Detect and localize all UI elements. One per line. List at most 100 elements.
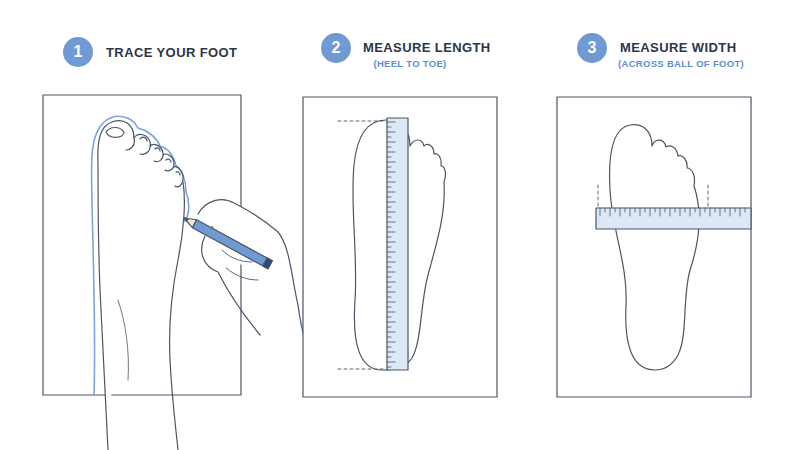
ruler-tick (387, 232, 395, 233)
toe (174, 167, 183, 187)
ruler-tick (715, 208, 716, 212)
paper-sheet (557, 97, 751, 397)
pencil (182, 214, 272, 269)
ruler-tick (745, 208, 746, 212)
step-title: MEASURE LENGTH (363, 40, 491, 55)
ruler-tick (387, 287, 391, 288)
toenail (106, 128, 124, 138)
ruler-tick (387, 207, 391, 208)
ruler-tick (740, 208, 741, 216)
ruler-tick (705, 208, 706, 212)
ruler-tick (600, 208, 601, 216)
foot-outline (98, 121, 135, 450)
step-subtitle: (HEEL TO TOE) (373, 58, 446, 69)
ruler-tick (387, 182, 395, 183)
paper-sheet (303, 97, 497, 397)
ruler-tick (387, 302, 395, 303)
ruler-tick (387, 332, 395, 333)
toenail (155, 148, 160, 151)
step-number-circle: 2 (321, 33, 351, 63)
ruler-tick (387, 142, 395, 143)
ruler-tick (725, 208, 726, 212)
ruler-tick (387, 137, 391, 138)
ruler-tick (387, 227, 391, 228)
ruler-tick (387, 212, 395, 213)
ruler-tick (615, 208, 616, 212)
step-number: 3 (588, 40, 597, 56)
ruler-tick (665, 208, 666, 212)
ruler-tick (640, 208, 641, 216)
ruler-tick (387, 172, 395, 173)
ruler-tick (387, 177, 391, 178)
width-guide (708, 185, 709, 207)
ruler-tick (387, 262, 395, 263)
ruler-tick (655, 208, 656, 212)
ruler-tick (735, 208, 736, 212)
paper-sheet (43, 95, 241, 395)
step-number: 1 (74, 44, 83, 60)
ruler-tick (387, 307, 391, 308)
ruler-tick (660, 208, 661, 216)
ruler-tick (650, 208, 651, 216)
step-title: TRACE YOUR FOOT (106, 45, 237, 60)
ruler-tick (387, 297, 391, 298)
ruler-tick (387, 272, 395, 273)
ruler-tick (387, 342, 395, 343)
ruler-tick (605, 208, 606, 212)
ruler-tick (387, 237, 391, 238)
foot-sole-outline (610, 125, 699, 370)
ruler-tick (387, 362, 395, 363)
ruler-tick (387, 147, 391, 148)
step-number: 2 (332, 40, 341, 56)
ruler-tick (387, 197, 391, 198)
ruler-tick (625, 208, 626, 212)
ruler-tick (387, 257, 391, 258)
ruler-tick (695, 208, 696, 212)
ruler-tick (620, 208, 621, 216)
ruler-tick (387, 367, 391, 368)
ruler-tick (690, 208, 691, 216)
toe (163, 154, 174, 171)
ruler-tick (387, 252, 395, 253)
ruler-tick (630, 208, 631, 216)
foot-outline (169, 182, 184, 450)
toe (150, 144, 163, 161)
ruler-tick (387, 217, 391, 218)
ruler-tick (610, 208, 611, 216)
ruler-tick (387, 152, 395, 153)
ruler-tick (387, 292, 395, 293)
ruler-tick (387, 312, 395, 313)
step-title: MEASURE WIDTH (620, 40, 736, 55)
ruler-tick (387, 192, 395, 193)
ruler-tick (387, 317, 391, 318)
ruler-tick (387, 202, 395, 203)
width-guide (598, 185, 599, 207)
ruler-tick (685, 208, 686, 212)
ruler-tick (387, 347, 391, 348)
ruler-tick (730, 208, 731, 216)
ruler-tick (387, 242, 395, 243)
ruler-tick (387, 277, 391, 278)
ruler-tick (387, 327, 391, 328)
ruler-tick (387, 282, 395, 283)
step-subtitle: (ACROSS BALL OF FOOT) (618, 58, 744, 69)
ruler-tick (387, 162, 395, 163)
ruler-tick (635, 208, 636, 212)
ruler-tick (387, 122, 395, 123)
ruler-tick (670, 208, 671, 216)
ruler-tick (710, 208, 711, 216)
ruler-tick (387, 132, 395, 133)
ruler-tick (387, 352, 395, 353)
ruler-tick (387, 167, 391, 168)
step-number-circle: 3 (577, 33, 607, 63)
ruler (596, 208, 751, 229)
toenail (140, 137, 147, 141)
toenail (166, 159, 171, 162)
ruler-tick (645, 208, 646, 212)
ruler-tick (720, 208, 721, 216)
ruler-tick (387, 157, 391, 158)
ruler-tick (387, 337, 391, 338)
ruler-tick (675, 208, 676, 212)
toenail (176, 172, 180, 175)
length-guide (338, 121, 386, 122)
